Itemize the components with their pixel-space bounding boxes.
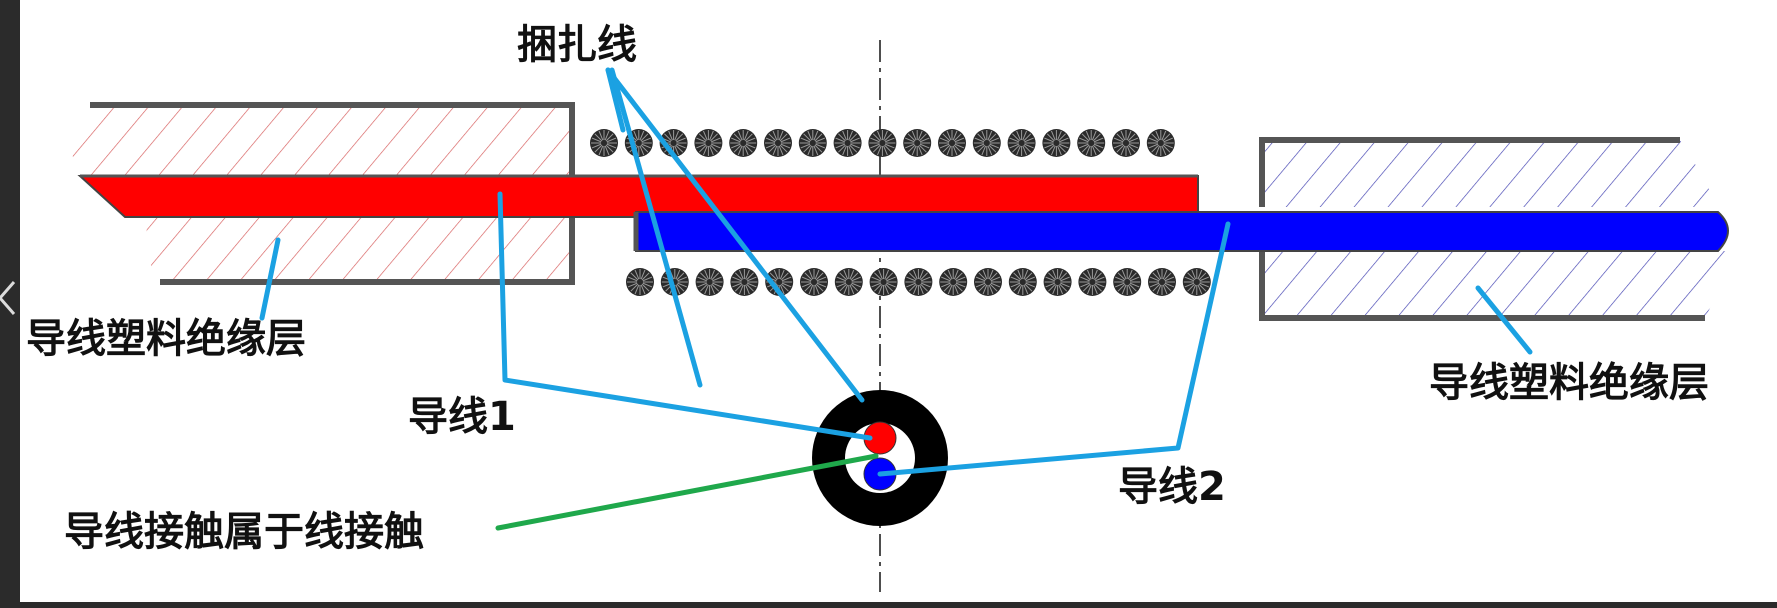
binding-wire-coils-bottom [626, 268, 1211, 296]
leader-right-insulation [1475, 285, 1533, 355]
binding-coil-bottom-11 [1008, 268, 1037, 296]
binding-coil-top-4 [729, 129, 758, 157]
binding-coil-top-13 [1042, 129, 1071, 157]
label-wire-2: 导线2 [1118, 464, 1226, 510]
right-insulation-sleeve [1259, 137, 1728, 321]
binding-coil-bottom-2 [695, 268, 724, 296]
binding-coil-top-9 [903, 129, 932, 157]
wire-2-conductor [635, 211, 1729, 252]
binding-coil-top-5 [764, 129, 792, 157]
leader-wire-2 [877, 221, 1231, 477]
binding-coil-bottom-10 [974, 268, 1002, 296]
binding-coil-bottom-16 [1182, 268, 1211, 296]
binding-coil-bottom-9 [939, 268, 968, 296]
binding-coil-top-8 [868, 129, 897, 157]
left-insulation-sleeve [72, 102, 575, 285]
leader-binding-wire-bottom [609, 67, 703, 388]
binding-wire-coils-top [590, 129, 1175, 157]
binding-coil-bottom-12 [1043, 268, 1072, 296]
binding-coil-bottom-3 [730, 268, 759, 296]
label-wire-1: 导线1 [408, 394, 516, 440]
binding-coil-top-11 [972, 129, 1001, 157]
wire-1-conductor [77, 175, 1199, 218]
binding-coil-top-6 [798, 129, 827, 157]
binding-coil-bottom-15 [1148, 268, 1176, 296]
binding-coil-top-10 [938, 129, 966, 157]
binding-coil-bottom-0 [626, 268, 654, 296]
label-binding-wire: 捆扎线 [517, 22, 637, 68]
binding-coil-bottom-6 [834, 268, 863, 296]
leader-wire-1 [497, 191, 873, 441]
binding-coil-bottom-7 [869, 268, 898, 296]
label-insulation-right: 导线塑料绝缘层 [1429, 360, 1709, 406]
binding-coil-top-16 [1146, 129, 1175, 157]
binding-coil-top-12 [1007, 129, 1036, 157]
binding-coil-bottom-5 [800, 268, 828, 296]
leader-binding-wire-top [605, 67, 626, 133]
binding-coil-top-15 [1112, 129, 1140, 157]
label-contact-note: 导线接触属于线接触 [64, 509, 424, 555]
chevron-left-icon[interactable] [0, 281, 16, 315]
binding-coil-top-3 [694, 129, 723, 157]
binding-coil-bottom-8 [904, 268, 933, 296]
cross-section-view [812, 390, 948, 526]
leader-left-insulation [259, 237, 281, 321]
leader-lines [259, 67, 1533, 531]
leader-contact-note [495, 453, 879, 531]
leader-binding-wire-section [605, 67, 865, 403]
binding-coil-top-7 [833, 129, 862, 157]
binding-coil-top-0 [590, 129, 618, 157]
label-insulation-left: 导线塑料绝缘层 [26, 316, 306, 362]
binding-coil-top-14 [1077, 129, 1106, 157]
binding-coil-bottom-13 [1078, 268, 1107, 296]
binding-coil-bottom-14 [1113, 268, 1142, 296]
